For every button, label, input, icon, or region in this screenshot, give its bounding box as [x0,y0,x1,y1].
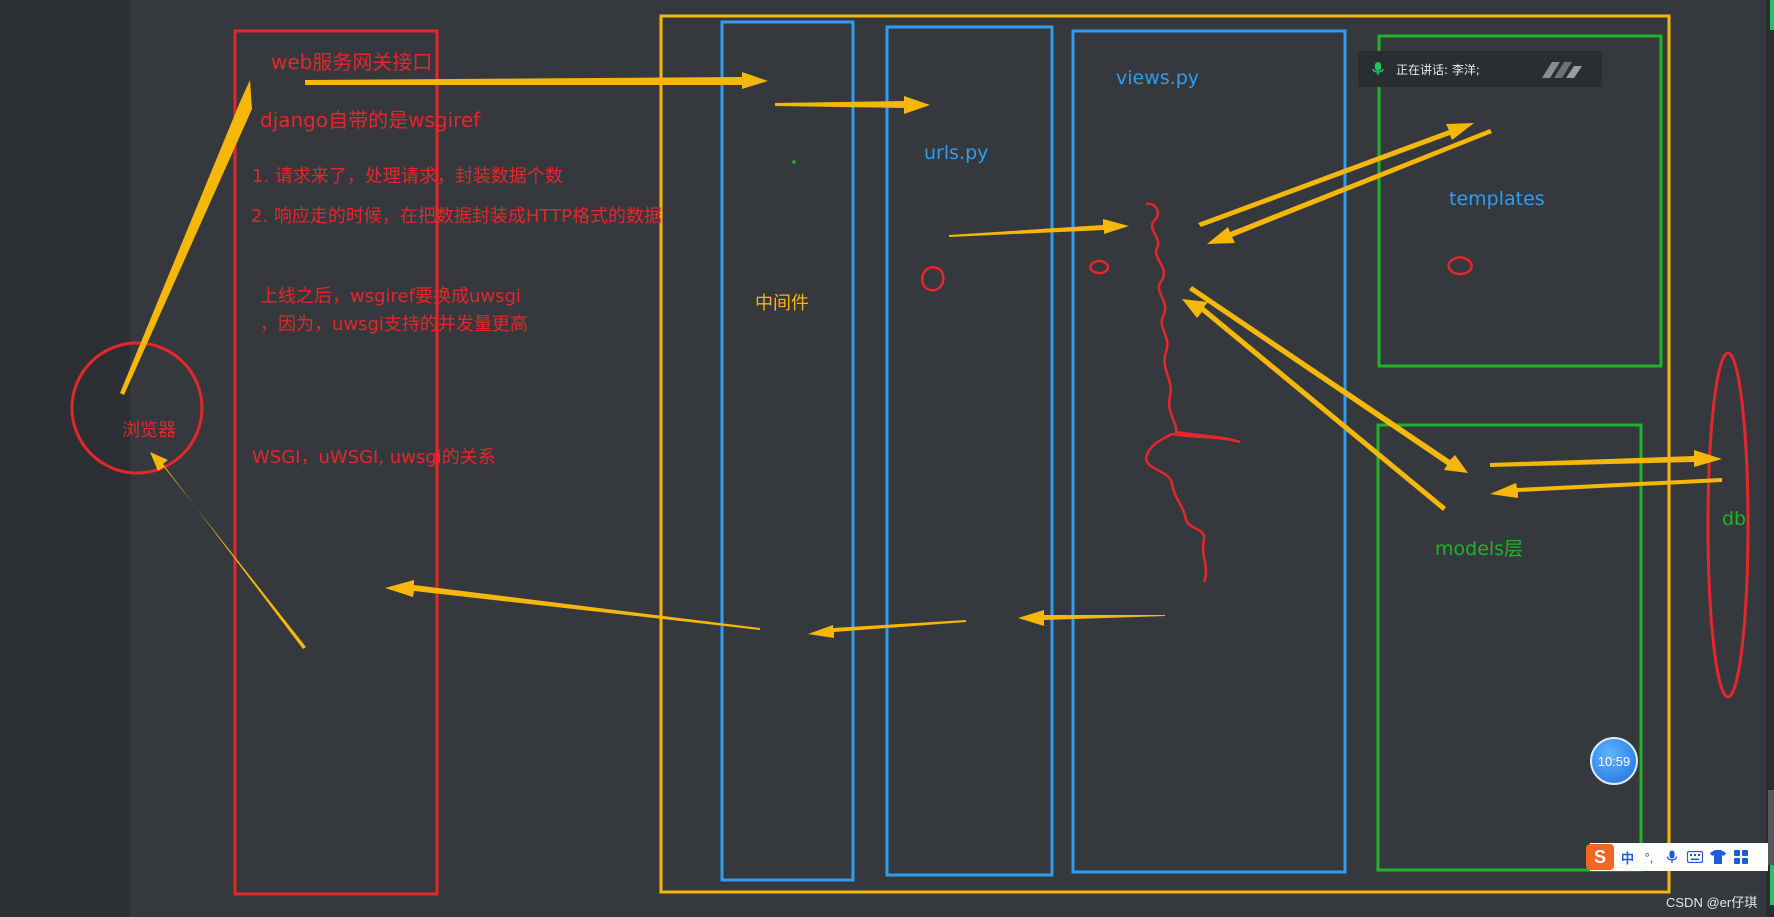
microphone-icon [1372,62,1384,75]
arrow-db-to-models [1490,478,1722,498]
middleware-label: 中间件 [755,293,809,314]
grid-icon[interactable] [1733,849,1749,865]
gateway-relation-note: WSGI，uWSGI, uwsgi的关系 [252,447,496,468]
models-label: models层 [1435,538,1524,560]
speaker-banner: 正在讲话: 李洋; [1358,51,1602,87]
sogou-logo-icon[interactable]: S [1586,844,1614,870]
db-ellipse [1706,351,1750,699]
views-box [1071,29,1347,874]
meeting-logo-icon [1542,62,1582,78]
middleware-box [720,20,855,882]
csdn-watermark: CSDN @er仔琪 [1666,895,1758,910]
db-label: db [1722,508,1747,530]
urls-scribble [921,266,945,292]
arrow-views-to-urls-response [1018,610,1165,626]
arrow-browser-to-gateway [120,80,252,395]
arrow-views-to-models [1189,286,1468,473]
arrow-urls-to-views [949,219,1129,237]
ime-toolbar[interactable]: S 中 °, [1586,843,1768,871]
gateway-deploy-line-1: 上线之后，wsgiref要换成uwsgi [260,286,521,307]
keyboard-icon[interactable] [1687,849,1704,865]
arrow-models-to-views [1182,299,1446,511]
arrow-gateway-to-middleware [305,72,768,89]
gateway-point-1: 1. 请求来了，处理请求，封装数据个数 [252,166,563,187]
right-edge-accent [1770,0,1774,30]
gateway-deploy-line-2: ，因为，uwsgi支持的并发量更高 [260,314,528,335]
templates-scribble [1447,256,1473,276]
arrow-urls-to-middleware-response [808,620,966,638]
left-sidebar-strip [0,0,130,917]
arrow-models-to-db [1490,450,1722,467]
views-scribble [1089,259,1110,275]
punctuation-toggle[interactable]: °, [1644,849,1654,865]
templates-label: templates [1449,188,1545,210]
clock-badge[interactable]: 10:59 [1590,737,1638,785]
arrow-gateway-to-browser-response [150,452,306,649]
microphone-icon[interactable] [1664,849,1680,865]
yellow-arrows [120,72,1722,649]
right-scrollbar[interactable] [1768,790,1774,865]
tshirt-icon[interactable] [1710,849,1727,865]
arrow-middleware-to-gateway-response [385,580,760,630]
urls-label: urls.py [924,142,989,164]
models-box [1376,423,1643,872]
views-label: views.py [1116,67,1199,89]
ime-language-toggle[interactable]: 中 [1621,850,1635,866]
browser-circle [70,341,204,475]
gateway-point-2: 2. 响应走的时候，在把数据封装成HTTP格式的数据 [251,206,662,227]
right-edge-accent-bottom [1770,865,1774,905]
right-edge-strip [1766,0,1774,917]
arrow-views-to-templates [1198,123,1474,227]
middleware-dot [792,160,796,164]
gateway-box [233,29,439,896]
templates-box [1377,34,1663,368]
gateway-title: web服务网关接口 [271,50,433,74]
gateway-django-note: django自带的是wsgiref [260,108,481,132]
speaker-text: 正在讲话: 李洋; [1396,62,1480,77]
django-box [659,14,1671,894]
arrow-middleware-to-urls [775,96,930,114]
browser-label: 浏览器 [122,420,176,441]
request-flow-scribble [1144,202,1241,583]
arrow-templates-to-views [1207,129,1492,244]
urls-box [885,25,1054,877]
